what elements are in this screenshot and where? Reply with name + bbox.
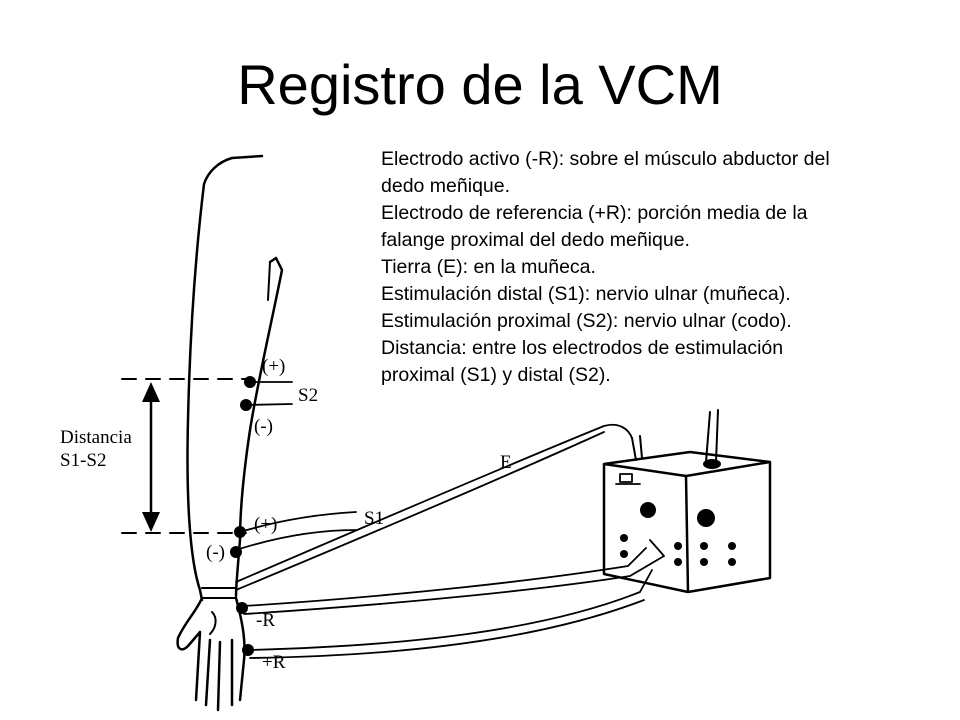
thumb bbox=[209, 611, 217, 635]
ground-wire-2 bbox=[235, 431, 605, 591]
description-line: dedo meñique. bbox=[381, 175, 511, 197]
s2-minus-label: (-) bbox=[254, 416, 273, 437]
distance-label-1: Distancia bbox=[60, 427, 132, 448]
description-line: Estimulación proximal (S2): nervio ulnar… bbox=[381, 310, 792, 332]
active-label: -R bbox=[256, 610, 275, 631]
s1-minus-electrode bbox=[230, 546, 242, 558]
active-wire-2 bbox=[243, 539, 665, 615]
description-line: Tierra (E): en la muñeca. bbox=[381, 256, 596, 278]
s2-label: S2 bbox=[298, 385, 318, 406]
stimulator-knob-right bbox=[697, 509, 715, 527]
electrode-description: Electrodo activo (-R): sobre el músculo … bbox=[381, 146, 941, 389]
ground-label: E bbox=[500, 452, 512, 473]
wrist-band bbox=[201, 587, 237, 599]
stimulator-knob-left bbox=[640, 502, 656, 518]
s2-minus-electrode bbox=[240, 399, 252, 411]
stimulator-jacks bbox=[620, 534, 736, 566]
ground-connector bbox=[631, 435, 643, 461]
jack bbox=[674, 542, 682, 550]
s1-lead-upper bbox=[239, 511, 357, 533]
jack bbox=[620, 534, 628, 542]
distance-label-2: S1-S2 bbox=[60, 450, 106, 471]
reference-wire bbox=[249, 569, 653, 651]
description-line: Electrodo activo (-R): sobre el músculo … bbox=[381, 148, 830, 170]
arm-outline-right bbox=[234, 256, 284, 598]
arm-outline-right-upper bbox=[267, 261, 271, 301]
distance-arrow-down bbox=[142, 512, 160, 532]
jack bbox=[728, 542, 736, 550]
jack bbox=[674, 558, 682, 566]
s2-plus-label: (+) bbox=[262, 356, 285, 377]
s1-plus-electrode bbox=[234, 526, 246, 538]
s1-label: S1 bbox=[364, 508, 384, 529]
hand-outline bbox=[176, 596, 246, 712]
description-line: proximal (S1) y distal (S2). bbox=[381, 364, 611, 386]
active-electrode bbox=[236, 602, 248, 614]
box-switch-icon bbox=[619, 473, 633, 483]
jack bbox=[700, 542, 708, 550]
arm-outline-left bbox=[186, 156, 234, 602]
description-line: Distancia: entre los electrodos de estim… bbox=[381, 337, 784, 359]
s1-minus-label: (-) bbox=[206, 542, 225, 563]
description-line: Electrodo de referencia (+R): porción me… bbox=[381, 202, 808, 224]
jack bbox=[620, 550, 628, 558]
s2-plus-electrode bbox=[244, 376, 256, 388]
arm-top-edge bbox=[230, 154, 264, 160]
s1-lead-lower bbox=[235, 529, 357, 551]
reference-label: +R bbox=[262, 652, 286, 673]
reference-wire-2 bbox=[249, 599, 645, 659]
description-line: falange proximal del dedo meñique. bbox=[381, 229, 690, 251]
s2-minus-lead bbox=[245, 403, 293, 406]
description-line: Estimulación distal (S1): nervio ulnar (… bbox=[381, 283, 791, 305]
distance-arrow-up bbox=[142, 382, 160, 402]
active-wire bbox=[243, 547, 647, 607]
stimulator-box bbox=[602, 450, 772, 594]
jack bbox=[728, 558, 736, 566]
slide-title: Registro de la VCM bbox=[237, 53, 723, 116]
stimulator-plug bbox=[703, 459, 721, 469]
s1-plus-label: (+) bbox=[254, 514, 277, 535]
ground-wire bbox=[235, 423, 633, 583]
stimulator-cable bbox=[705, 409, 719, 463]
jack bbox=[700, 558, 708, 566]
reference-electrode bbox=[242, 644, 254, 656]
